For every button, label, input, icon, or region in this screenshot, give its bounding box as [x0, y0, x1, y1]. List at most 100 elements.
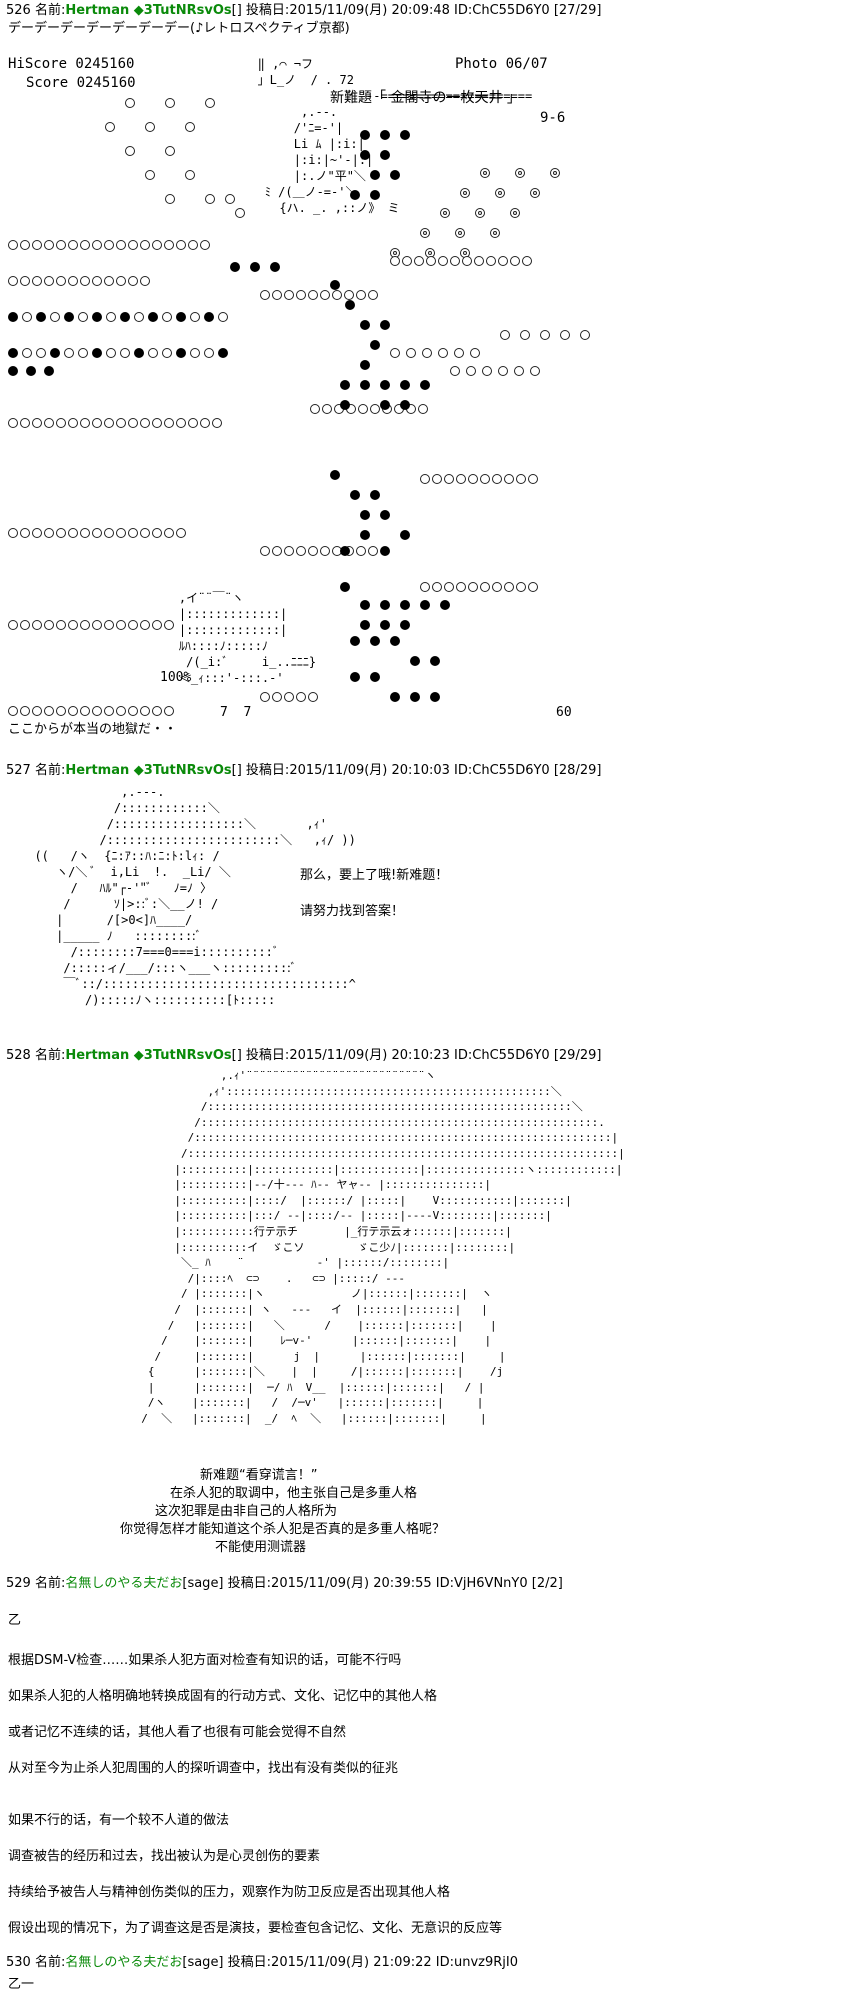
bullet-dot: [116, 706, 126, 716]
bullet-dot: [400, 600, 410, 610]
bullet-dot: [380, 400, 390, 410]
poster-id: ID:VjH6VNnY0: [435, 1576, 528, 1591]
bullet-dot: [8, 312, 18, 322]
bullet-dot: [490, 228, 500, 238]
bullet-dot: [426, 256, 436, 266]
bottom-mid-text: 7 7: [220, 705, 252, 720]
post-header: 529 名前:名無しのやる夫だお[sage] 投稿日:2015/11/09(月)…: [6, 1576, 563, 1592]
bullet-dot: [540, 330, 550, 340]
bullet-dot: [8, 240, 18, 250]
bullet-dot: [8, 418, 18, 428]
bullet-dot: [345, 300, 355, 310]
bullet-dot: [205, 98, 215, 108]
bullet-dot: [80, 418, 90, 428]
bullet-dot: [390, 692, 400, 702]
poster-name-link[interactable]: 名無しのやる夫だお: [65, 1576, 183, 1591]
bullet-dot: [190, 348, 200, 358]
caption-line-1: 新难题“看穿谎言！”: [200, 1468, 318, 1483]
bullet-dot: [164, 528, 174, 538]
body-line: 乙一: [8, 1977, 35, 1992]
bullet-dot: [200, 240, 210, 250]
bullet-dot: [134, 312, 144, 322]
bullet-dot: [500, 330, 510, 340]
bullet-dot: [140, 620, 150, 630]
poster-name-link[interactable]: Hertman ◆3TutNRsvOs: [65, 1048, 232, 1063]
bullet-dot: [188, 418, 198, 428]
bullet-dot: [148, 348, 158, 358]
bullet-dot: [480, 582, 490, 592]
bullet-dot: [36, 312, 46, 322]
bullet-dot: [44, 366, 54, 376]
caption-line-2: 在杀人犯的取调中，他主张自己是多重人格: [170, 1486, 418, 1501]
bullet-dot: [92, 418, 102, 428]
bullet-dot: [212, 418, 222, 428]
post-header: 530 名前:名無しのやる夫だお[sage] 投稿日:2015/11/09(月)…: [6, 1955, 518, 1971]
date-label: 投稿日:: [245, 3, 290, 18]
bullet-dot: [106, 312, 116, 322]
bullet-dot: [380, 380, 390, 390]
bullet-dot: [368, 290, 378, 300]
bullet-dot: [370, 404, 380, 414]
bullet-dot: [22, 348, 32, 358]
bullet-dot: [420, 228, 430, 238]
bullet-dot: [380, 320, 390, 330]
bullet-dot: [514, 366, 524, 376]
bullet-dot: [22, 312, 32, 322]
bullet-dot: [116, 240, 126, 250]
body-line: 持续给予被告人与精神创伤类似的压力，观察作为防卫反应是否出现其他人格: [8, 1885, 451, 1900]
bullet-dot: [20, 620, 30, 630]
bullet-dot: [104, 276, 114, 286]
bullet-dot: [356, 546, 366, 556]
bullet-dot: [516, 474, 526, 484]
bullet-dot: [260, 546, 270, 556]
bullet-dot: [468, 582, 478, 592]
bullet-dot: [8, 706, 18, 716]
bullet-dot: [350, 490, 360, 500]
bullet-dot: [20, 528, 30, 538]
bullet-dot: [356, 290, 366, 300]
post-count: [27/29]: [553, 3, 602, 18]
bullet-dot: [32, 620, 42, 630]
post-date: 2015/11/09(月) 20:39:55: [271, 1576, 432, 1591]
bullet-dot: [350, 636, 360, 646]
mail-field: [sage]: [182, 1576, 224, 1591]
ascii-art-reimu: ,イ¨¨￣¨ヽ |:::::::::::::| |:::::::::::::| …: [178, 591, 317, 685]
ascii-art-character: ‖ ,⌒ ¬フ 」L_ノ / . 72 --==================…: [257, 57, 533, 215]
name-label: 名前:: [34, 1576, 66, 1591]
bullet-dot: [296, 290, 306, 300]
bullet-dot: [164, 620, 174, 630]
bullet-dot: [475, 208, 485, 218]
bullet-dot: [44, 418, 54, 428]
bullet-dot: [350, 672, 360, 682]
bullet-dot: [308, 290, 318, 300]
bullet-dot: [438, 256, 448, 266]
bullet-dot: [140, 418, 150, 428]
score-text: Score 0245160: [26, 75, 136, 91]
poster-name-link[interactable]: Hertman ◆3TutNRsvOs: [65, 763, 232, 778]
caption-line-5: 不能使用测谎器: [215, 1540, 307, 1555]
date-label: 投稿日:: [227, 1955, 272, 1970]
hiscore-text: HiScore 0245160: [8, 56, 135, 72]
post-header: 527 名前:Hertman ◆3TutNRsvOs[] 投稿日:2015/11…: [6, 763, 601, 779]
caption-hell: ここからが本当の地獄だ・・: [8, 722, 178, 737]
bullet-dot: [128, 620, 138, 630]
poster-id: ID:ChC55D6Y0: [454, 1048, 550, 1063]
name-label: 名前:: [34, 763, 66, 778]
bullet-dot: [360, 360, 370, 370]
poster-name-link[interactable]: Hertman ◆3TutNRsvOs: [65, 3, 232, 18]
bullet-dot: [165, 146, 175, 156]
poster-name-link[interactable]: 名無しのやる夫だお: [65, 1955, 183, 1970]
bullet-dot: [296, 692, 306, 702]
music-line: デーデーデーデーデーデーデー(♪レトロスペクティブ京都): [8, 21, 350, 36]
bullet-dot: [8, 620, 18, 630]
bullet-dot: [400, 400, 410, 410]
bullet-dot: [104, 418, 114, 428]
bullet-dot: [125, 98, 135, 108]
bullet-dot: [380, 130, 390, 140]
bullet-dot: [456, 582, 466, 592]
bullet-dot: [78, 312, 88, 322]
date-label: 投稿日:: [245, 1048, 290, 1063]
bullet-dot: [400, 380, 410, 390]
bullet-dot: [92, 312, 102, 322]
mail-field: []: [231, 1048, 242, 1063]
